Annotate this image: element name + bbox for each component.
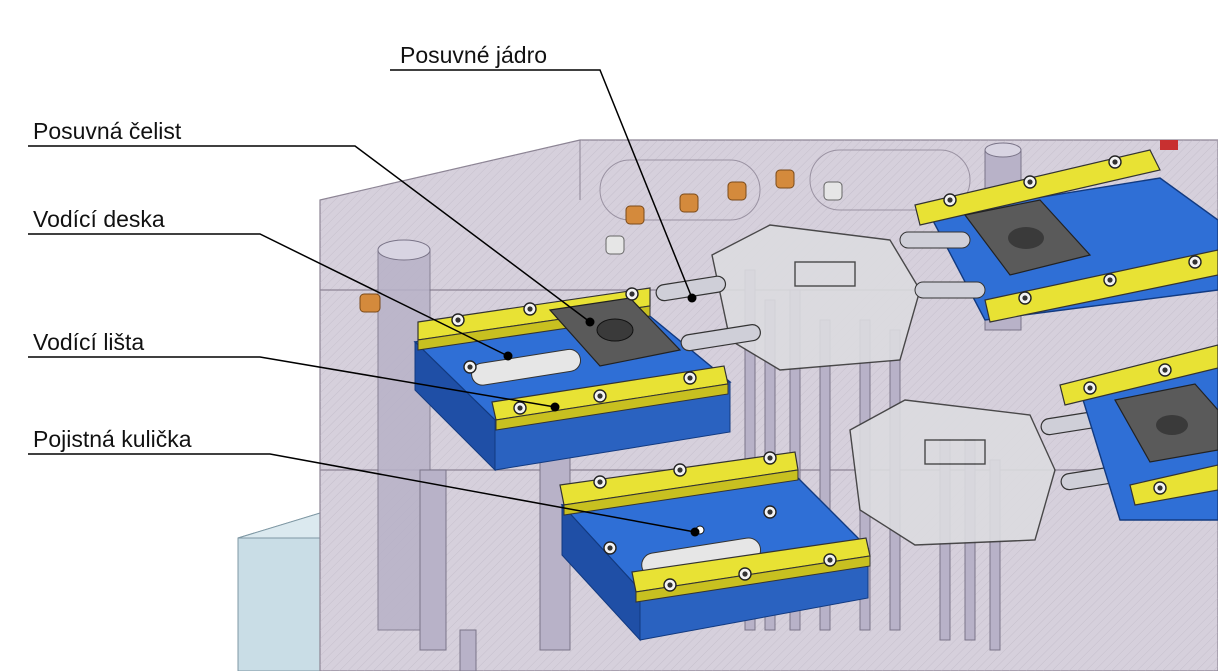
bronze-inserts <box>359 140 1178 313</box>
label-posuvne-jadro: Posuvné jádro <box>400 42 548 68</box>
upper-right-slide <box>899 149 1218 323</box>
leader-lines <box>28 69 696 533</box>
upper-left-slide <box>413 287 732 472</box>
leader-posuvne-jadro <box>390 69 693 299</box>
lower-right-slide <box>1059 344 1218 521</box>
label-posuvna-celist: Posuvná čelist <box>33 118 182 144</box>
leader-pojistna-kulicka <box>28 453 696 533</box>
core-housings <box>711 224 1056 546</box>
leader-dots <box>503 293 700 537</box>
label-pojistna-kulicka: Pojistná kulička <box>33 426 192 452</box>
label-vodici-deska: Vodící deska <box>33 206 165 232</box>
leader-vodici-deska <box>28 233 509 357</box>
leader-vodici-lista <box>28 356 556 408</box>
lower-middle-slide <box>559 451 871 642</box>
leader-posuvna-celist <box>28 145 591 323</box>
label-vodici-lista: Vodící lišta <box>33 329 145 355</box>
